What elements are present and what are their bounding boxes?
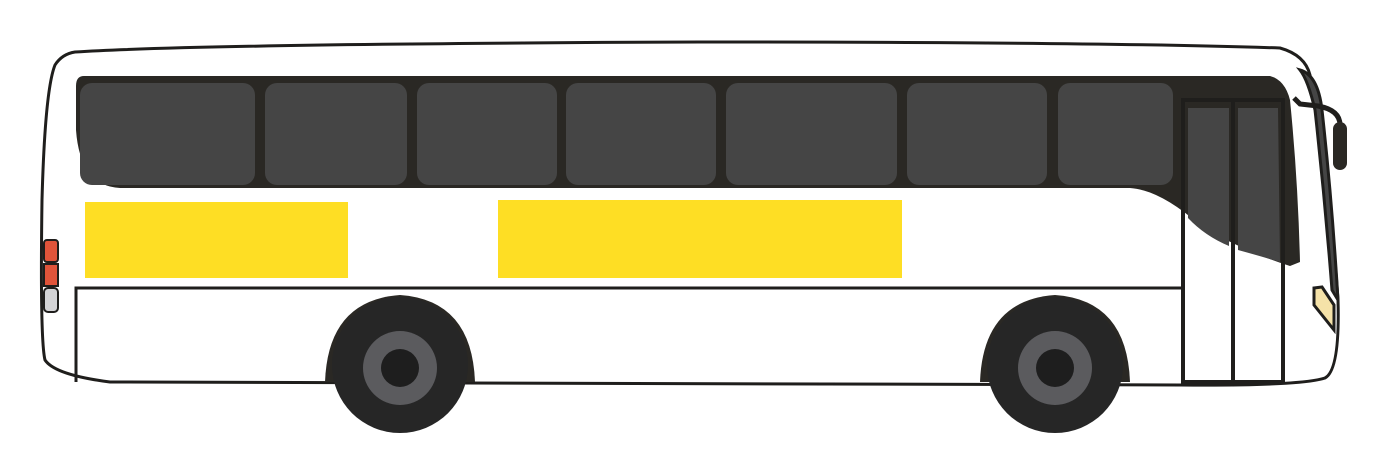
front-door	[1181, 98, 1285, 384]
side-window-7	[1058, 83, 1173, 185]
accent-panel-rear	[85, 202, 348, 278]
skirt-line	[74, 286, 1183, 382]
tail-light-lower	[43, 263, 59, 287]
side-window-5	[726, 83, 897, 185]
side-window-1	[80, 83, 255, 185]
front-hub-center	[1036, 349, 1074, 387]
rear-hub-center	[381, 349, 419, 387]
front-wheel	[980, 295, 1130, 433]
side-window-3	[417, 83, 557, 185]
accent-panel-middle	[498, 200, 902, 278]
rear-wheel	[325, 295, 475, 433]
tail-light-upper	[43, 239, 59, 263]
side-window-2	[265, 83, 407, 185]
headlight	[1312, 285, 1336, 335]
reverse-light	[43, 287, 59, 313]
mirror-arm	[1292, 96, 1343, 126]
side-window-6	[907, 83, 1047, 185]
side-mirror	[1333, 122, 1347, 170]
side-window-4	[566, 83, 716, 185]
